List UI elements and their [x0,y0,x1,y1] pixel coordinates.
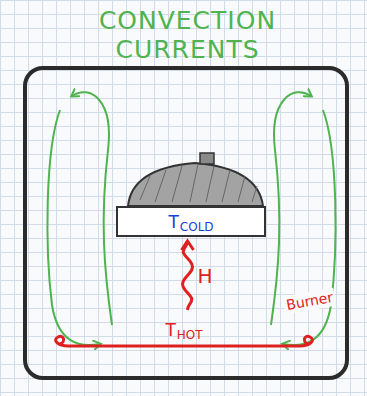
burner-label: Burner [283,288,337,315]
temperature-symbol: T [165,320,175,340]
temperature-symbol: T [168,212,178,232]
diagram-title: CONVECTION CURRENTS [80,6,295,64]
oven-outline [25,68,347,378]
heat-arrow [182,241,194,310]
temperature-subscript: HOT [177,328,203,342]
arrow-head [182,241,194,250]
burner-node: THOT [62,314,306,346]
heat-squiggle [183,241,193,310]
heat-label: H [198,264,213,288]
pot-lid [128,153,263,206]
temperature-subscript: COLD [180,220,214,234]
pot-body: TCOLD [116,206,266,237]
convection-arrows [47,92,335,345]
